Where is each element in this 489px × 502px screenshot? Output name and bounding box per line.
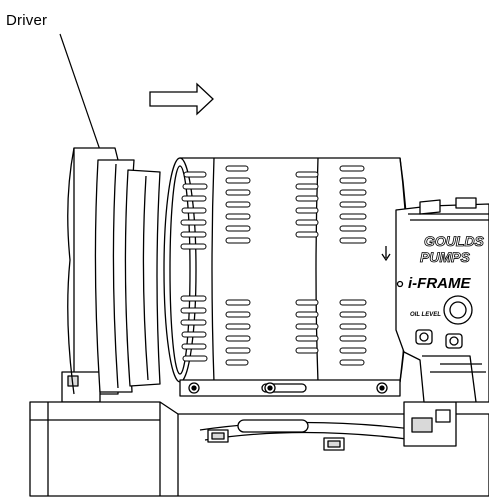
oil-level-label: OIL LEVEL [410,312,441,318]
driver-motor [61,147,161,403]
driver-leader-line [59,33,101,151]
frame-model-label: i-FRAME [408,275,471,292]
arrow-right-outline-icon [149,82,214,116]
arrow-down-icon [381,246,391,262]
brand-line1: GOULDS [424,233,485,249]
coupling-guard [163,157,409,397]
pump-bearing-frame [395,197,489,403]
brand-line2: PUMPS [420,249,470,265]
driver-label: Driver [6,12,48,29]
baseplate [29,401,489,497]
